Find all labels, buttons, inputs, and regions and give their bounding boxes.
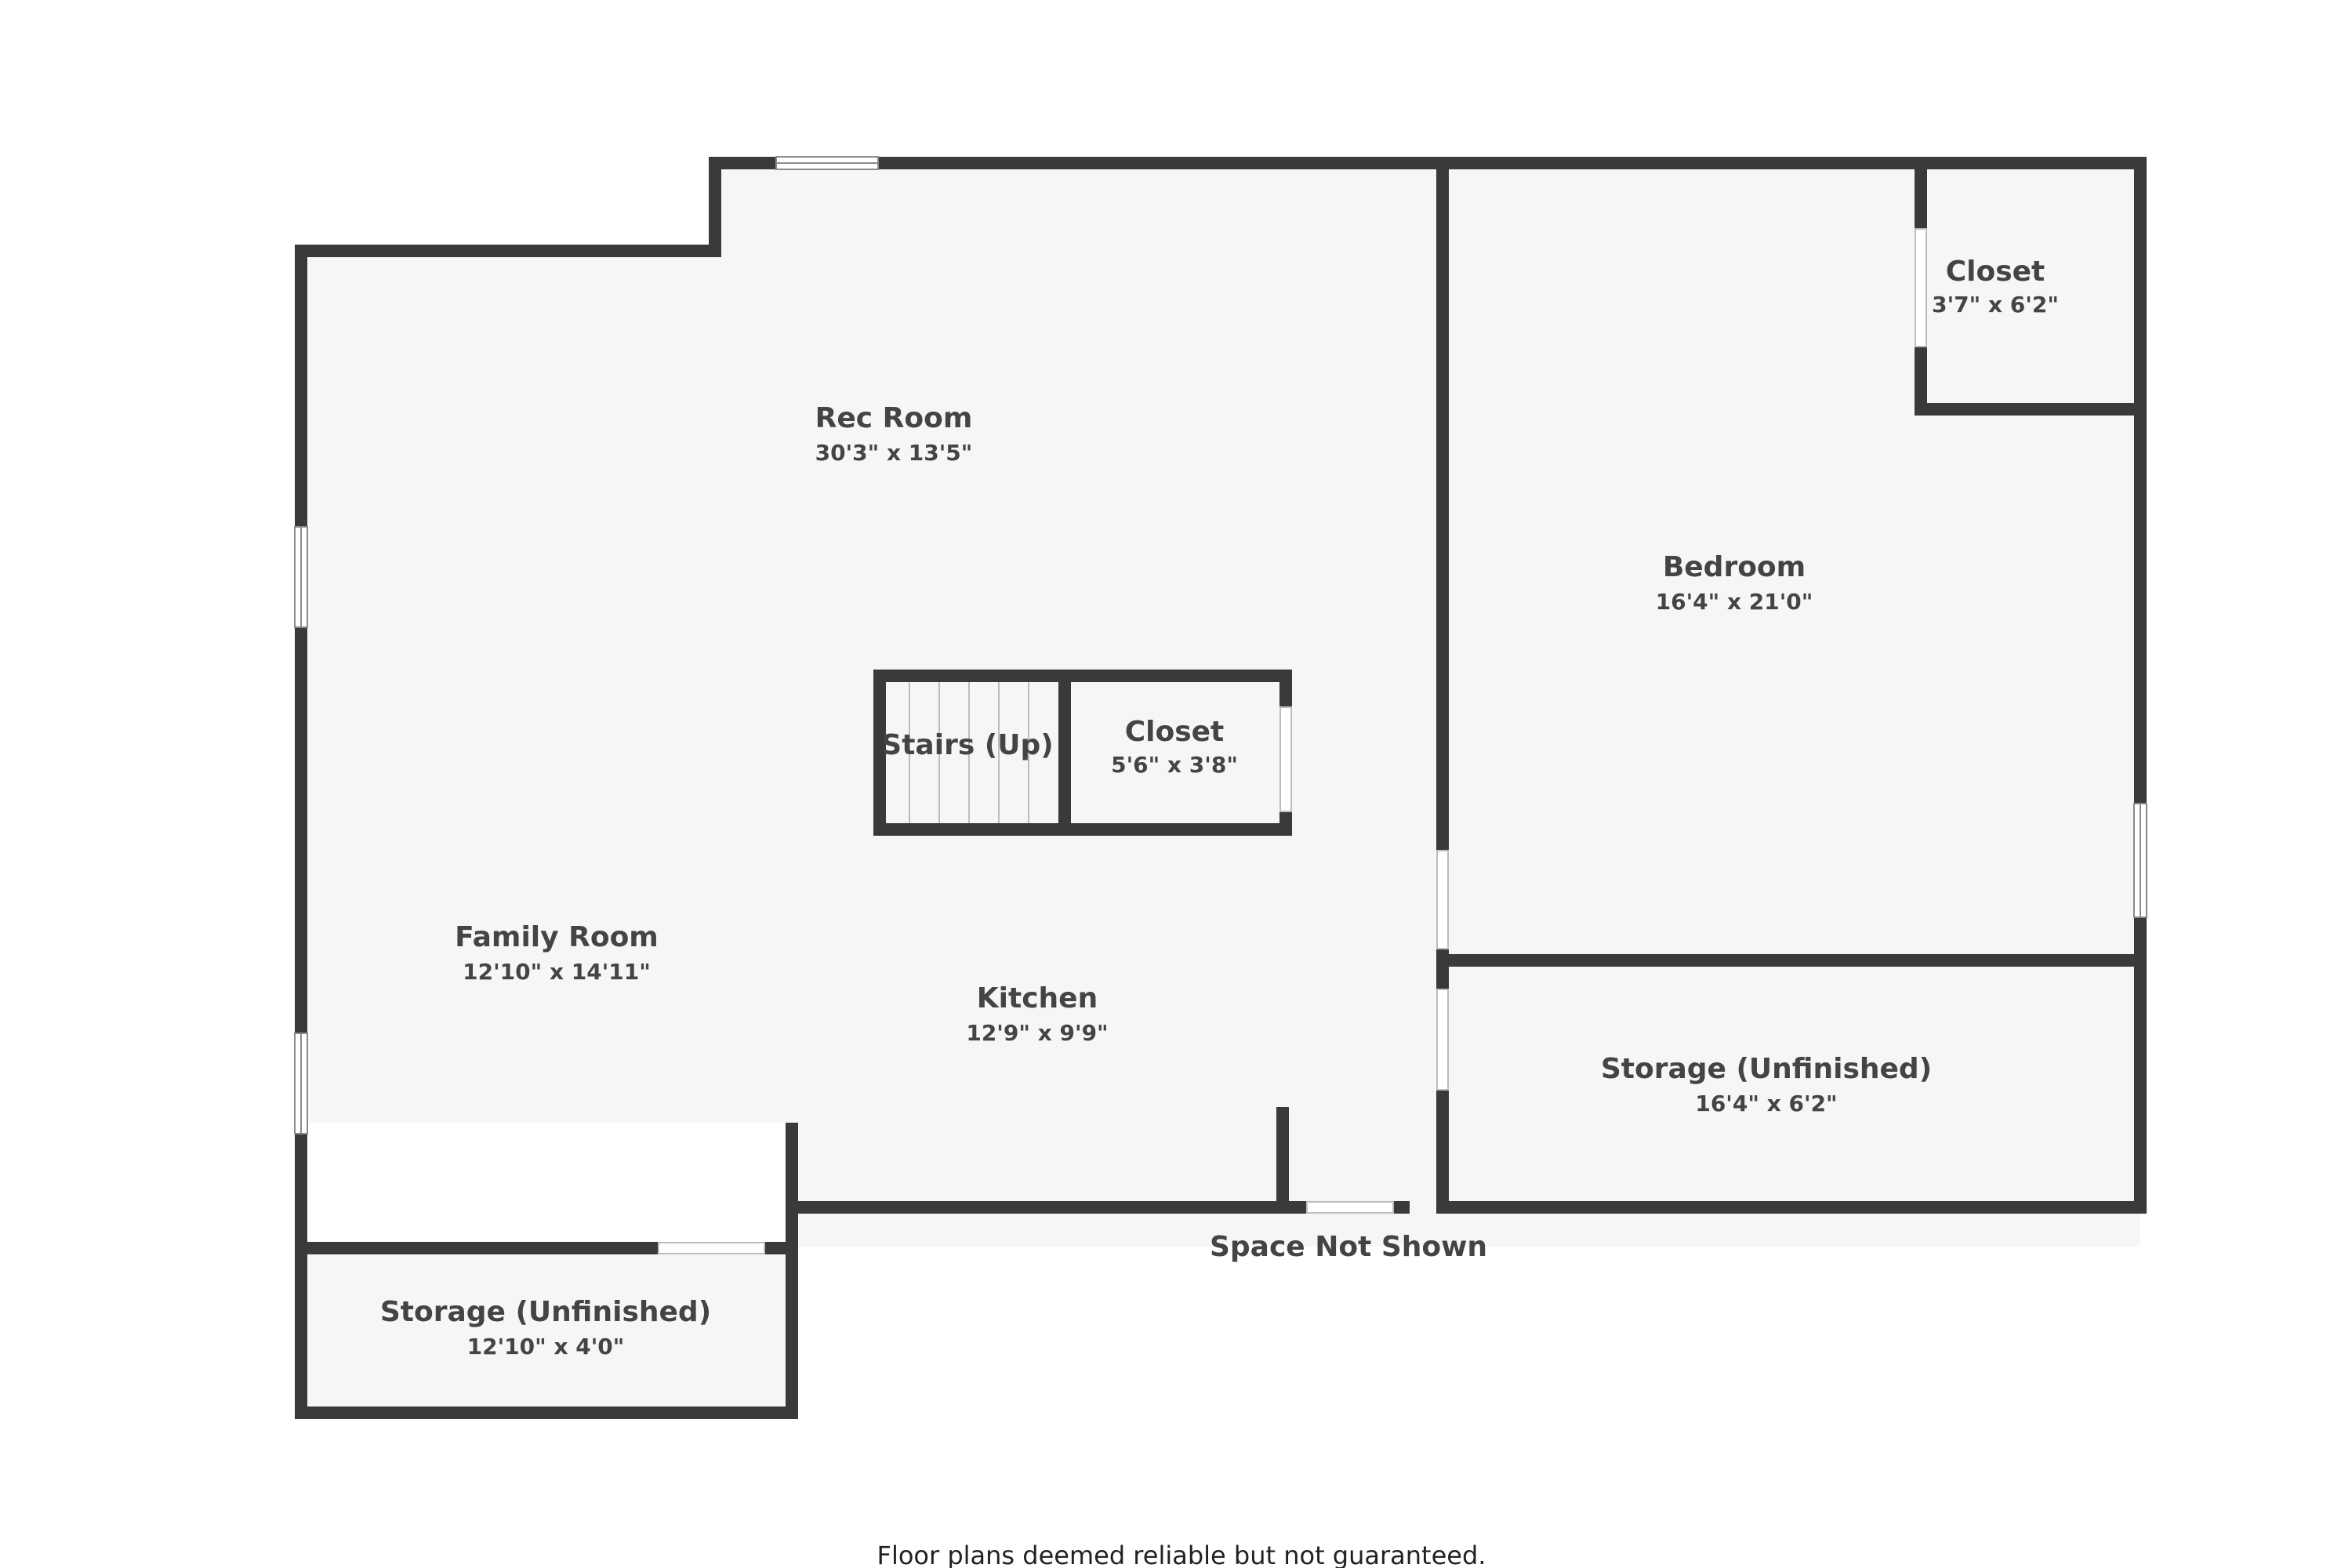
stair-treads xyxy=(909,682,1029,823)
doorway-center-closet xyxy=(1279,706,1292,812)
doorway-bottom xyxy=(1306,1201,1394,1214)
stairs-closet-outline xyxy=(873,670,1292,836)
room-dims-rec-room: 30'3" x 13'5" xyxy=(815,440,973,466)
room-dims-storage-left: 12'10" x 4'0" xyxy=(467,1334,625,1359)
storage-left-floor xyxy=(301,1247,795,1411)
window-left-upper xyxy=(294,526,308,628)
windows xyxy=(294,156,2147,1134)
doorway-bedroom-closet xyxy=(1915,228,1927,347)
room-dims-storage-right: 16'4" x 6'2" xyxy=(1695,1091,1837,1116)
room-dims-family-room: 12'10" x 14'11" xyxy=(463,959,651,985)
doorways xyxy=(658,228,1927,1254)
doorway-bedroom xyxy=(1436,850,1449,949)
room-dims-closet-bedroom: 3'7" x 6'2" xyxy=(1932,292,2059,318)
room-dims-kitchen: 12'9" x 9'9" xyxy=(966,1020,1108,1046)
disclaimer-text: Floor plans deemed reliable but not guar… xyxy=(877,1541,1486,1568)
doorway-storage-left xyxy=(658,1242,765,1254)
window-bedroom-right xyxy=(2133,803,2147,918)
room-name-storage-left: Storage (Unfinished) xyxy=(380,1296,711,1328)
room-dims-bedroom: 16'4" x 21'0" xyxy=(1656,589,1813,615)
room-name-stairs: Stairs (Up) xyxy=(881,729,1053,761)
outer-wall-top-left xyxy=(295,157,2147,1419)
room-name-closet-bedroom: Closet xyxy=(1946,256,2045,288)
doorway-storage-right xyxy=(1436,989,1449,1091)
window-top xyxy=(775,156,879,170)
room-name-rec-room: Rec Room xyxy=(815,402,973,434)
room-name-kitchen: Kitchen xyxy=(977,982,1098,1014)
walls xyxy=(295,157,2147,1419)
room-name-closet-center: Closet xyxy=(1125,716,1225,748)
room-name-storage-right: Storage (Unfinished) xyxy=(1601,1053,1932,1085)
room-name-bedroom: Bedroom xyxy=(1663,551,1806,583)
main-floor xyxy=(301,163,2140,1247)
room-dims-closet-center: 5'6" x 3'8" xyxy=(1111,752,1238,778)
space-not-shown-label: Space Not Shown xyxy=(1210,1231,1487,1263)
window-left-lower xyxy=(294,1033,308,1134)
room-labels: Rec Room 30'3" x 13'5" Family Room 12'10… xyxy=(380,256,2059,1568)
floor-areas xyxy=(301,163,2140,1411)
room-name-family-room: Family Room xyxy=(455,921,659,953)
